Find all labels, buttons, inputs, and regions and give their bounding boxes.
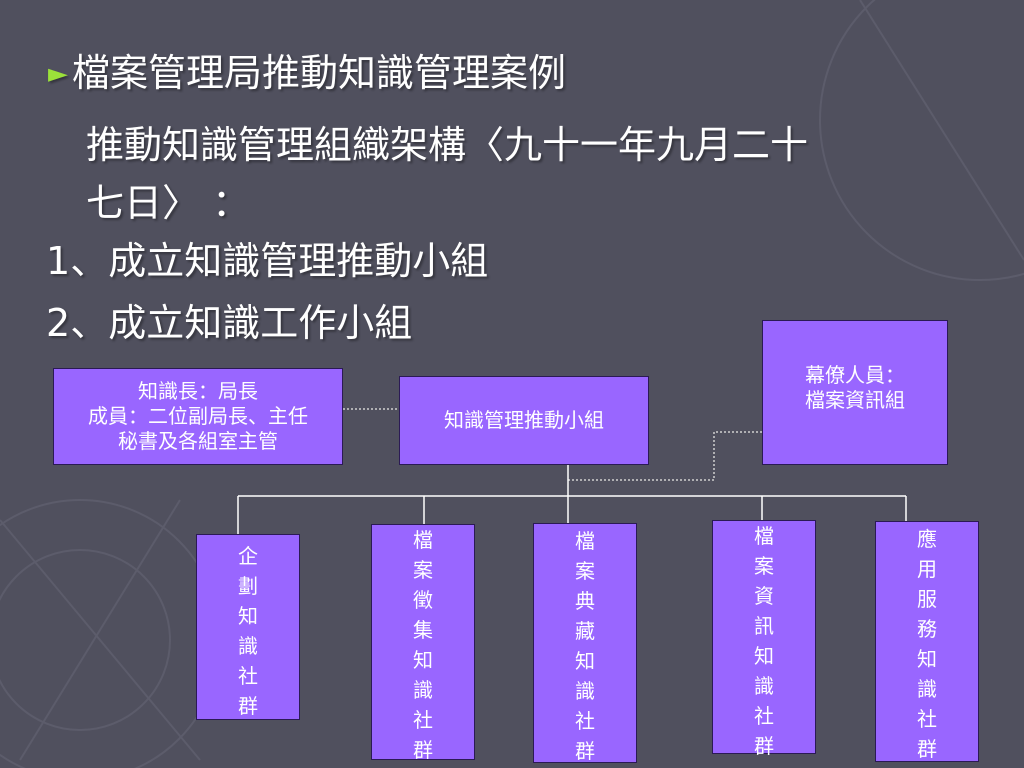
community-3-char: 群 (575, 739, 595, 763)
community-5-char: 用 (917, 557, 937, 581)
community-2-char: 案 (413, 558, 433, 582)
community-2-char: 徵 (413, 588, 433, 612)
community-3-char: 社 (575, 709, 595, 733)
point-1-separator: 、 (70, 239, 109, 283)
community-4-char: 知 (754, 644, 774, 668)
community-5-char: 應 (917, 527, 937, 551)
staff-line-1: 幕僚人員： (805, 363, 905, 387)
community-5-char: 社 (917, 707, 937, 731)
community-5-char: 群 (917, 737, 937, 761)
knowledge-officer-line-2: 成員：二位副局長、主任 (88, 404, 308, 428)
knowledge-officer-box: 知識長：局長 成員：二位副局長、主任 秘書及各組室主管 (53, 368, 343, 465)
point-1-number: 1 (46, 239, 71, 283)
community-box-2: 檔 案 徵 集 知 識 社 群 (371, 524, 475, 762)
community-1-char: 社 (238, 664, 258, 688)
community-3-char: 識 (575, 679, 595, 703)
community-4-char: 資 (754, 584, 774, 608)
slide-heading-text: 檔案管理局推動知識管理案例 (72, 51, 567, 95)
community-3-char: 檔 (575, 529, 595, 553)
bullet-arrow-icon: ► (48, 59, 68, 89)
community-2-char: 檔 (413, 528, 433, 552)
slide-heading: ►檔案管理局推動知識管理案例 (48, 50, 566, 97)
slide-subheading: 推動知識管理組織架構〈九十一年九月二十 七日〉 ： (86, 116, 966, 232)
knowledge-officer-line-3: 秘書及各組室主管 (118, 429, 278, 453)
point-2-number: 2 (46, 301, 71, 345)
community-box-1: 企 劃 知 識 社 群 (196, 534, 300, 720)
point-1-text: 成立知識管理推動小組 (108, 239, 489, 283)
community-2-char: 集 (413, 618, 433, 642)
knowledge-officer-line-1: 知識長：局長 (138, 379, 258, 403)
community-4-char: 社 (754, 704, 774, 728)
community-3-char: 典 (575, 589, 595, 613)
community-4-char: 識 (754, 674, 774, 698)
subheading-line-2: 七日〉 ： (86, 181, 251, 225)
community-1-char: 識 (238, 634, 258, 658)
community-3-char: 案 (575, 559, 595, 583)
point-2: 2、成立知識工作小組 (46, 300, 412, 346)
community-5-char: 識 (917, 677, 937, 701)
community-2-char: 知 (413, 648, 433, 672)
community-3-char: 知 (575, 649, 595, 673)
community-4-char: 檔 (754, 524, 774, 548)
point-1: 1、成立知識管理推動小組 (46, 238, 488, 284)
community-box-5: 應 用 服 務 知 識 社 群 (875, 521, 979, 762)
promotion-group-box: 知識管理推動小組 (399, 376, 649, 465)
community-4-char: 案 (754, 554, 774, 578)
subheading-line-1: 推動知識管理組織架構〈九十一年九月二十 (86, 123, 809, 167)
point-2-separator: 、 (70, 301, 109, 345)
community-1-char: 劃 (238, 574, 258, 598)
community-1-char: 群 (238, 694, 258, 718)
community-1-char: 知 (238, 604, 258, 628)
promotion-group-label: 知識管理推動小組 (444, 408, 604, 432)
staff-box: 幕僚人員： 檔案資訊組 (762, 320, 948, 465)
community-2-char: 識 (413, 678, 433, 702)
community-box-3: 檔 案 典 藏 知 識 社 群 (533, 523, 637, 763)
community-2-char: 群 (413, 738, 433, 762)
community-box-4: 檔 案 資 訊 知 識 社 群 (712, 520, 816, 758)
community-5-char: 知 (917, 647, 937, 671)
community-5-char: 服 (917, 587, 937, 611)
community-4-char: 訊 (754, 614, 774, 638)
staff-line-2: 檔案資訊組 (805, 388, 905, 412)
community-2-char: 社 (413, 708, 433, 732)
community-1-char: 企 (238, 544, 258, 568)
community-5-char: 務 (917, 617, 937, 641)
community-4-char: 群 (754, 734, 774, 758)
community-3-char: 藏 (575, 619, 595, 643)
point-2-text: 成立知識工作小組 (108, 301, 413, 345)
